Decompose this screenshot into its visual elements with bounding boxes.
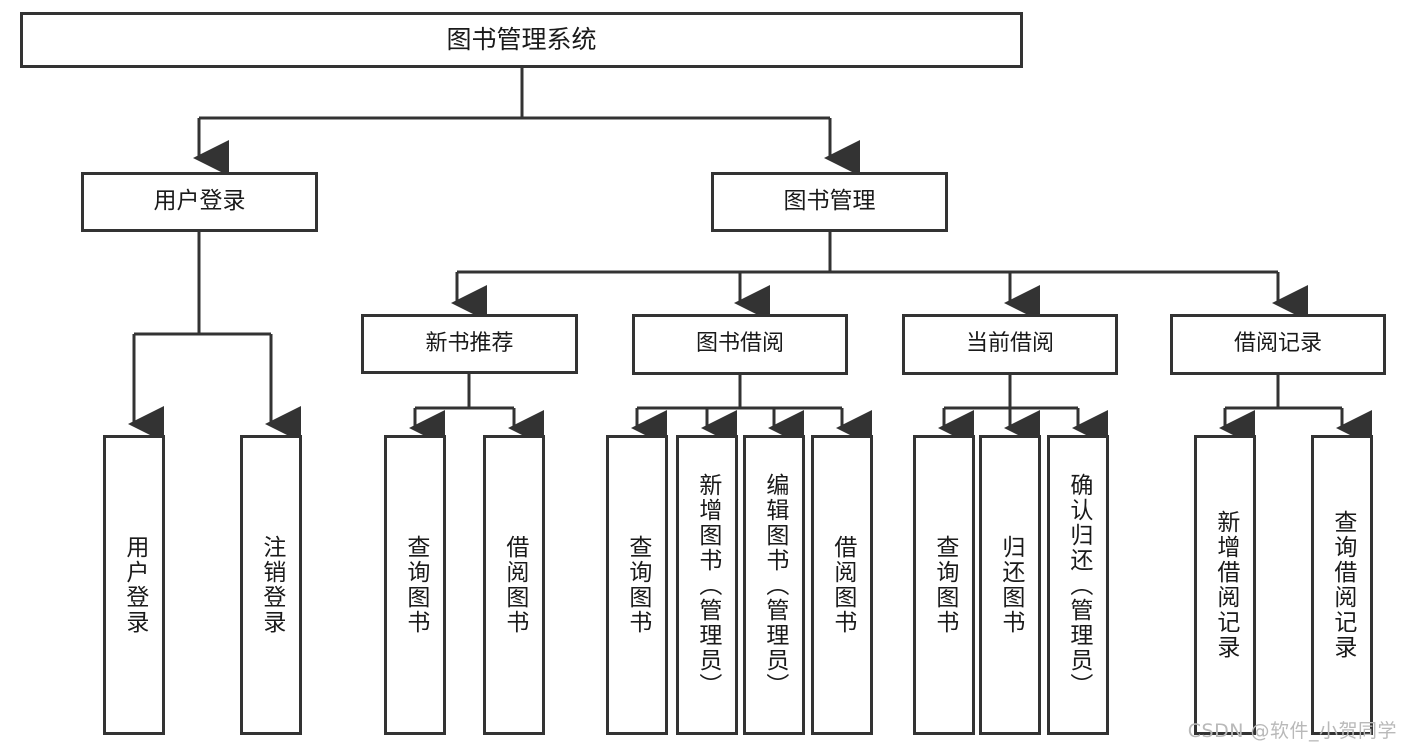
node-label: 查询借阅记录 [1329, 510, 1356, 660]
node-label: 用户登录 [153, 188, 246, 215]
node-label: 编辑图书（管理员） [761, 472, 788, 698]
node-label: 当前借阅 [965, 331, 1054, 357]
csdn-watermark: CSDN @软件_小贺同学 [1187, 720, 1397, 742]
leaf-borrow-book[interactable]: 借阅图书 [811, 435, 873, 735]
leaf-edit-book[interactable]: 编辑图书（管理员） [743, 435, 805, 735]
leaf-query-book-recommend[interactable]: 查询图书 [384, 435, 446, 735]
node-current-borrow[interactable]: 当前借阅 [902, 314, 1118, 375]
leaf-confirm-return[interactable]: 确认归还（管理员） [1047, 435, 1109, 735]
leaf-logout[interactable]: 注销登录 [240, 435, 302, 735]
node-label: 确认归还（管理员） [1065, 472, 1092, 698]
node-book-borrow[interactable]: 图书借阅 [632, 314, 848, 375]
leaf-query-borrow-record[interactable]: 查询借阅记录 [1311, 435, 1373, 735]
leaf-add-book[interactable]: 新增图书（管理员） [676, 435, 738, 735]
leaf-borrow-book-recommend[interactable]: 借阅图书 [483, 435, 545, 735]
node-label: 用户登录 [121, 535, 148, 635]
node-root-system[interactable]: 图书管理系统 [20, 12, 1023, 68]
node-label: 新书推荐 [425, 330, 514, 356]
node-label: 借阅图书 [501, 535, 528, 635]
node-borrow-record[interactable]: 借阅记录 [1170, 314, 1386, 375]
node-label: 图书借阅 [695, 331, 784, 357]
node-label: 图书管理 [783, 188, 876, 215]
leaf-query-book-borrow[interactable]: 查询图书 [606, 435, 668, 735]
node-label: 查询图书 [931, 535, 958, 635]
node-user-login[interactable]: 用户登录 [81, 172, 318, 232]
node-label: 图书管理系统 [446, 25, 597, 54]
node-label: 借阅图书 [829, 535, 856, 635]
leaf-query-book-current[interactable]: 查询图书 [913, 435, 975, 735]
node-label: 新增图书（管理员） [694, 472, 721, 698]
node-label: 注销登录 [258, 535, 285, 635]
node-label: 归还图书 [997, 535, 1024, 635]
node-label: 查询图书 [624, 535, 651, 635]
node-label: 新增借阅记录 [1212, 510, 1239, 660]
leaf-return-book[interactable]: 归还图书 [979, 435, 1041, 735]
node-new-book-recommend[interactable]: 新书推荐 [361, 314, 578, 374]
leaf-add-borrow-record[interactable]: 新增借阅记录 [1194, 435, 1256, 735]
leaf-user-login[interactable]: 用户登录 [103, 435, 165, 735]
node-label: 借阅记录 [1233, 331, 1322, 357]
node-label: 查询图书 [402, 535, 429, 635]
node-book-manage[interactable]: 图书管理 [711, 172, 948, 232]
